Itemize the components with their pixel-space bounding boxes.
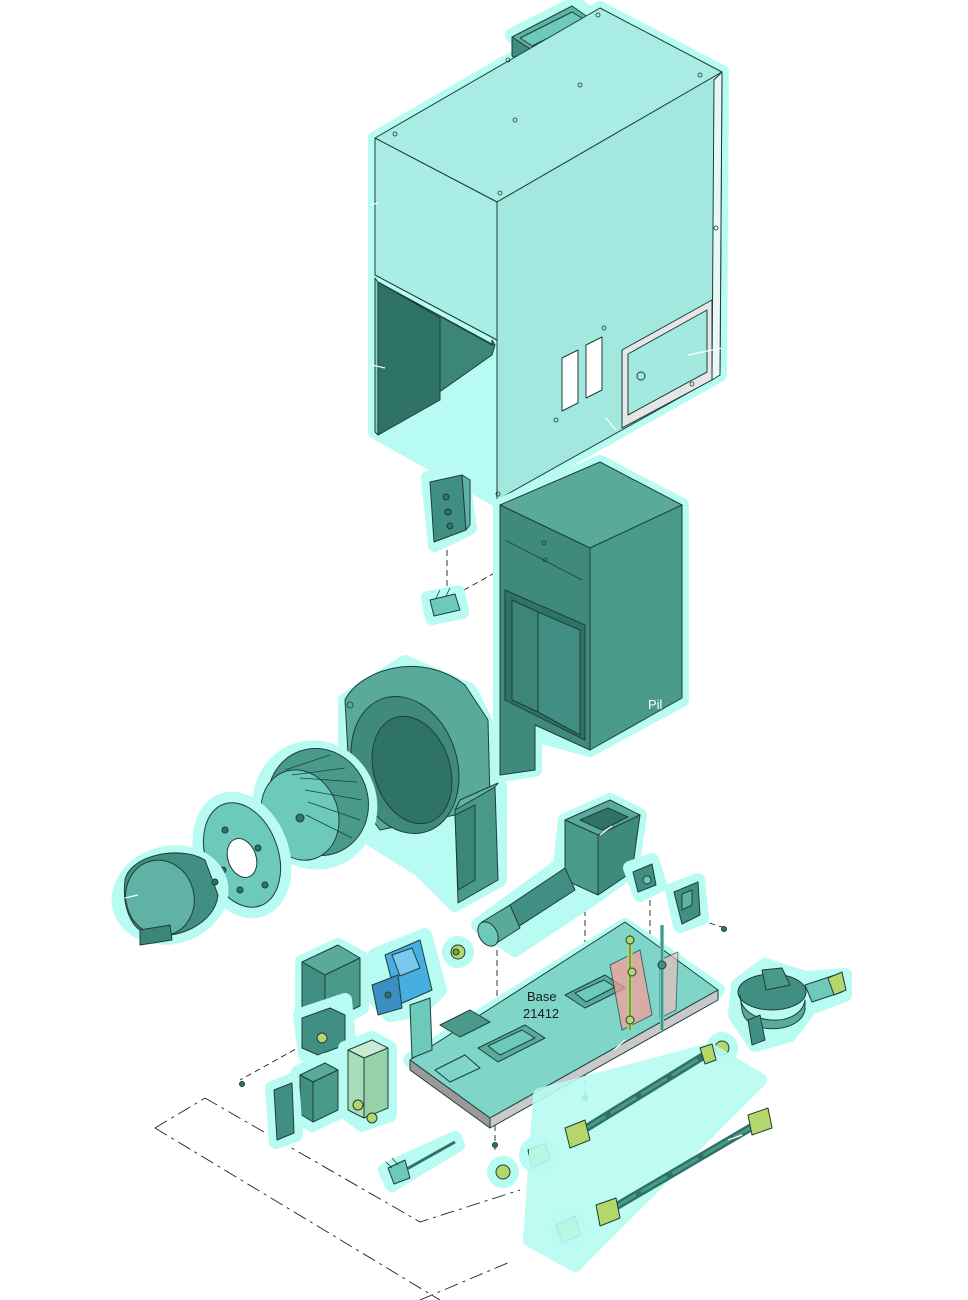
base-part-number: 21412	[523, 1006, 559, 1021]
power-cord	[378, 1131, 465, 1192]
pilot-label: Pil	[648, 697, 663, 712]
gas-valve	[365, 928, 447, 1059]
thermocouple-tubes	[625, 925, 667, 1030]
gas-regulator	[728, 958, 852, 1052]
base-label: Base	[527, 989, 557, 1004]
leader-lines	[124, 202, 743, 1141]
base-plate	[403, 918, 725, 1129]
junction-box	[239, 1053, 347, 1149]
relay-box	[293, 938, 369, 1062]
pilot-assembly	[623, 853, 727, 933]
cabinet-cover	[368, 0, 729, 507]
gas-hose-upper	[523, 1043, 767, 1272]
limit-switch	[421, 585, 469, 625]
transformer	[338, 1031, 397, 1132]
switch-bracket	[421, 463, 477, 552]
burner-tube	[471, 793, 647, 957]
blower-motor	[111, 845, 229, 946]
blower-housing	[338, 655, 507, 912]
heat-exchanger-box	[493, 455, 689, 782]
